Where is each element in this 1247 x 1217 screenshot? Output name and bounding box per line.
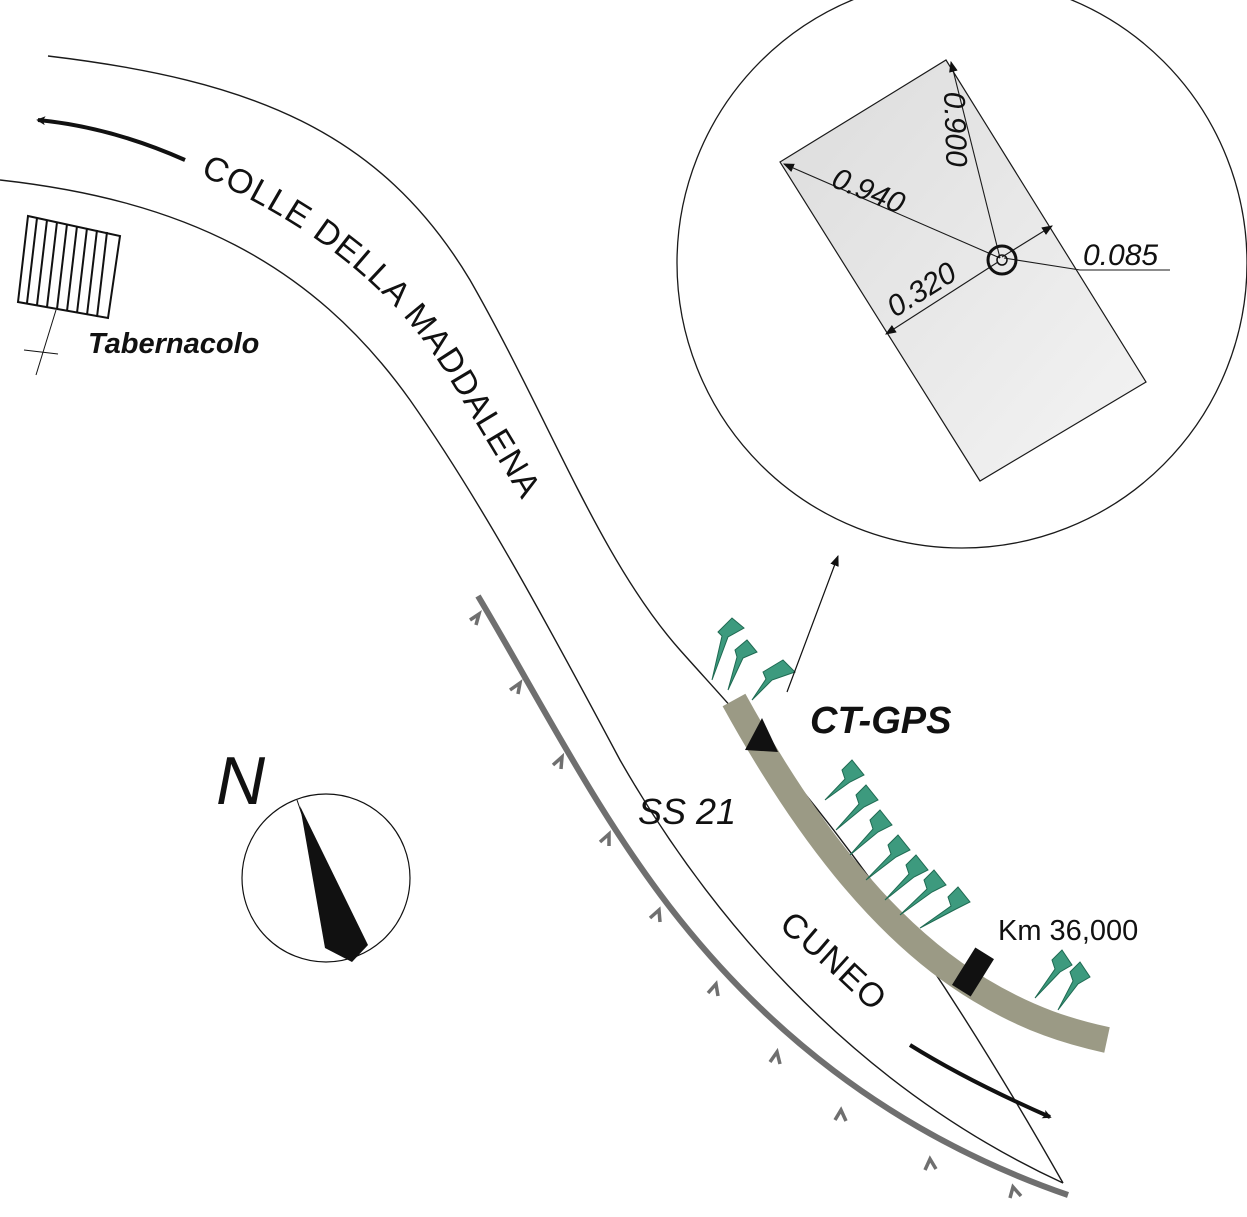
tree-symbol-icon [849,809,893,856]
inset-detail: 0.940 0.900 0.320 0.085 [676,0,1247,549]
guard-rail [469,594,1069,1199]
dimension-line-0320 [885,261,999,335]
tree-symbol-icon [835,784,879,831]
tree-symbol-icon [711,617,745,681]
km-marker-label: Km 36,000 [998,915,1138,947]
north-arrow [241,793,411,963]
tree-symbol-icon [824,759,865,801]
tree-symbol-icon [919,886,971,929]
survey-point-inner-icon [996,254,1008,266]
road-name-label: SS 21 [638,791,736,832]
dimension-label-0900: 0.900 [937,91,973,167]
tabernacolo-symbol [16,214,122,376]
tree-symbol-icon [1057,961,1091,1011]
dimension-line-0940 [782,163,1001,259]
dimension-label-0085: 0.085 [1083,239,1158,272]
tabernacolo-label: Tabernacolo [88,328,259,360]
north-label: N [216,743,266,819]
tree-symbol-icon [727,639,758,691]
inset-panel [779,59,1147,482]
dimension-line-0900 [949,60,1001,259]
survey-point-outer-icon [986,244,1018,276]
tree-symbol-icon [1034,949,1073,999]
direction-arrow-south [908,1043,1052,1119]
tree-symbol-icon [884,854,929,901]
road-edge-outer [47,55,1064,1184]
direction-arrow-north [36,116,186,162]
monitored-road-band [722,693,1110,1053]
tree-symbol-icon [899,869,947,916]
road-edge-inner [0,179,1064,1184]
tree-symbol-icon [751,659,796,701]
tree-symbol-icon [865,834,911,881]
dimension-line-0085-leader [1003,257,1170,271]
compass-needle-icon [300,806,368,962]
km-marker-icon [952,947,994,997]
inset-leader-line [786,554,839,693]
vegetation-symbols [711,617,1091,1011]
station-triangle-icon [745,718,778,752]
station-label: CT-GPS [810,700,951,742]
dimension-line-0085-left [1001,225,1053,258]
